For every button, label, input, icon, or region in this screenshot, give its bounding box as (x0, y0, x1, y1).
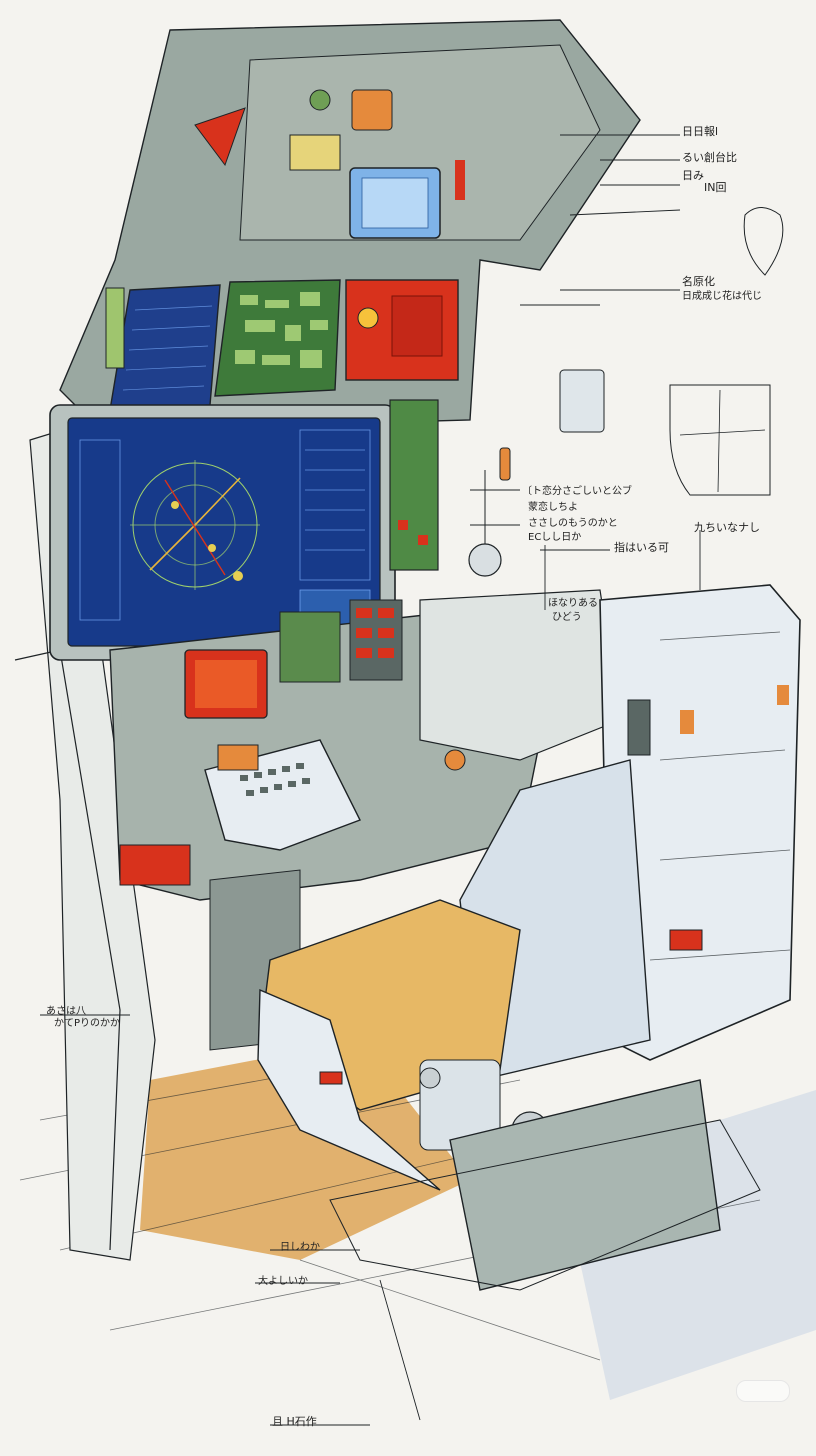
seat-side-bolster (257, 988, 441, 1191)
annotation-text: あさは八 (46, 1006, 86, 1017)
console-red-latch (119, 844, 191, 886)
annotation-text: IN回 (704, 181, 727, 194)
annotation-text: 日み (682, 169, 704, 182)
overhead-upper (239, 44, 601, 241)
annotation-text: ほなりある (548, 598, 598, 609)
hanging-sensor (468, 543, 502, 577)
annotation-text: 指はいる可 (614, 541, 669, 554)
annotation-text: 蒙恋しちよ (528, 502, 578, 513)
side-circuit-strip (389, 399, 439, 571)
leader-lines (40, 134, 701, 1426)
left-frame-rail (14, 649, 121, 1251)
seat-red-tag (669, 929, 703, 951)
annotation-text: 日しわか (280, 1242, 320, 1253)
annotation-text: 〔ト恋分さごしいと公ブ (522, 486, 632, 497)
radar-scope (130, 460, 260, 590)
annotation-text: 且 H石作 (272, 1415, 317, 1428)
right-side-panel (419, 589, 621, 761)
top-yellow-hatch (289, 134, 341, 171)
annotation-text: 名原化 (682, 275, 715, 288)
detail-sketch-small (743, 207, 784, 276)
top-orange-box (351, 89, 393, 131)
red-panel-light (357, 307, 379, 329)
watermark-badge (736, 1380, 790, 1402)
annotation-text: ECしし日か (528, 532, 582, 543)
seat-pedestal (449, 1079, 721, 1291)
annotation-text: かてPりのかか (54, 1018, 121, 1029)
annotation-text: 日日報l (682, 125, 719, 138)
top-red-warning (194, 107, 246, 167)
annotation-text: ささしのもうのかと (528, 518, 618, 529)
wall-box (559, 369, 605, 433)
annotation-text: 大よしいか (258, 1276, 308, 1287)
annotation-text: ひどう (552, 612, 582, 623)
overhead-green-board (214, 279, 341, 397)
annotation-text: るい創台比 (682, 151, 737, 164)
green-sub-board (279, 611, 341, 683)
detail-sketch-round (669, 384, 771, 496)
annotation-text: 九ちいなナし (694, 521, 760, 534)
annotation-text: 日成成じ花は代じ (682, 291, 762, 302)
